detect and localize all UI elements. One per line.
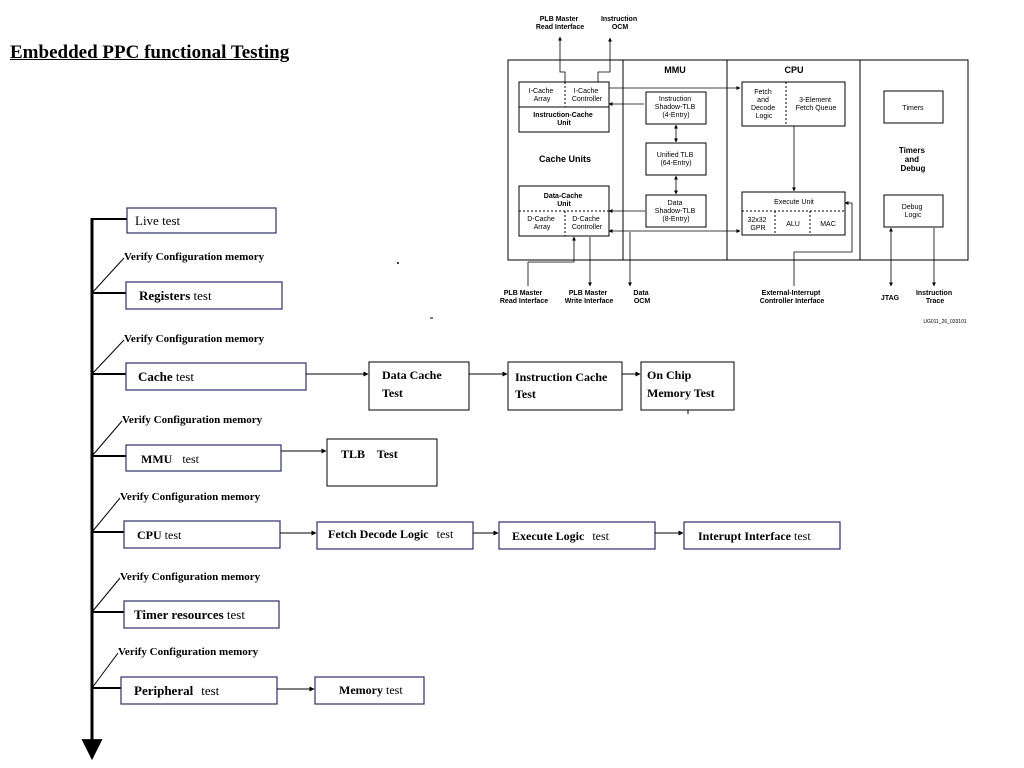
interrupt-interface-label: Interupt Interface test (698, 529, 811, 543)
test-flow (81, 218, 127, 761)
execute-unit-label: Execute Unit (774, 199, 814, 206)
stray-mark (397, 262, 399, 264)
registers-test-box (125, 281, 283, 310)
ext-interrupt-label: External-Interrupt Controller Interface (760, 290, 825, 305)
icache-unit-label: Instruction-Cache Unit (533, 112, 594, 127)
mac-label: MAC (820, 221, 836, 228)
interrupt-interface-box (683, 521, 841, 550)
cpu-heading: CPU (784, 65, 803, 75)
icache-ctrl-label: I-Cache Controller (572, 88, 603, 103)
verify-config-6: Verify Configuration memory (118, 646, 259, 658)
execute-unit-box (741, 191, 846, 236)
page-title: Embedded PPC functional Testing (10, 42, 290, 63)
flow-arrows (277, 371, 684, 692)
memory-test-box (314, 676, 425, 705)
tlb-test-box (326, 438, 438, 487)
jtag-label: JTAG (881, 295, 900, 302)
registers-test-label: Registers test (139, 288, 212, 303)
timers-box (883, 90, 944, 124)
on-chip-memory-box (640, 361, 735, 411)
timers-debug-label: Timers and Debug (899, 146, 927, 173)
verify-config-1: Verify Configuration memory (124, 251, 265, 263)
timer-test-box (123, 600, 280, 629)
data-ocm-label: Data OCM (633, 290, 650, 305)
data-shadow-tlb-label: Data Shadow-TLB (8-Entry) (655, 200, 697, 223)
verify-config-3: Verify Configuration memory (122, 414, 263, 426)
verify-config-2: Verify Configuration memory (124, 333, 265, 345)
fetch-unit-box (741, 81, 846, 127)
core-outline (507, 59, 969, 261)
verify-config-4: Verify Configuration memory (120, 491, 261, 503)
execute-logic-box (498, 521, 656, 550)
fetch-decode-box (316, 521, 474, 550)
alu-label: ALU (786, 221, 800, 228)
mmu-test-box (125, 444, 282, 472)
data-shadow-tlb-box (645, 194, 707, 228)
dcache-unit-label: Data-Cache Unit (544, 193, 584, 208)
cpu-test-box (123, 520, 281, 549)
live-test-label: Live test (135, 213, 181, 228)
instr-cache-test-label: Instruction Cache Test (515, 370, 610, 401)
plb-read-bottom-label: PLB Master Read Interface (500, 290, 548, 305)
mmu-heading: MMU (664, 65, 686, 75)
peripheral-test-box (120, 676, 278, 705)
debug-logic-label: Debug Logic (902, 204, 925, 219)
unified-tlb-box (645, 142, 707, 176)
memory-test-label: Memory test (339, 683, 403, 697)
timers-label: Timers (902, 105, 924, 112)
verify-config-5: Verify Configuration memory (120, 571, 261, 583)
instr-ocm-top-label: Instruction OCM (601, 16, 639, 31)
live-test-box (126, 207, 277, 234)
cache-test-box (125, 362, 307, 391)
instr-shadow-tlb-box (645, 91, 707, 125)
cpu-test-label: CPU test (137, 528, 182, 542)
debug-logic-box (883, 194, 944, 228)
instr-cache-test-box (507, 361, 623, 411)
on-chip-memory-label: On Chip Memory Test (647, 368, 715, 400)
instr-shadow-tlb-label: Instruction Shadow-TLB (4-Entry) (655, 96, 697, 119)
plb-read-top-label: PLB Master Read Interface (536, 16, 584, 31)
plb-write-bottom-label: PLB Master Write Interface (565, 290, 614, 305)
ppc-block-diagram: PLB Master Read Interface Instruction OC… (500, 16, 969, 325)
unified-tlb-label: Unified TLB (64-Entry) (657, 152, 695, 167)
cache-units-label: Cache Units (539, 154, 591, 164)
instr-trace-label: Instruction Trace (916, 290, 954, 305)
data-cache-test-label: Data Cache Test (382, 368, 445, 400)
fetch-decode-block-label: Fetch and Decode Logic (751, 89, 777, 120)
flow-boxes (120, 207, 841, 705)
cache-test-label: Cache test (138, 369, 194, 384)
figure-id-label: UG011_26_033101 (923, 319, 966, 325)
icache-array-label: I-Cache Array (529, 88, 555, 103)
gpr-label: 32x32 GPR (747, 217, 768, 232)
data-cache-test-box (368, 361, 470, 411)
dcache-array-label: D-Cache Array (527, 216, 557, 231)
timer-test-label: Timer resources test (134, 607, 245, 622)
tlb-test-label: TLB Test (341, 447, 398, 461)
fetch-queue-label: 3-Element Fetch Queue (796, 97, 837, 112)
dcache-ctrl-label: D-Cache Controller (572, 216, 603, 231)
